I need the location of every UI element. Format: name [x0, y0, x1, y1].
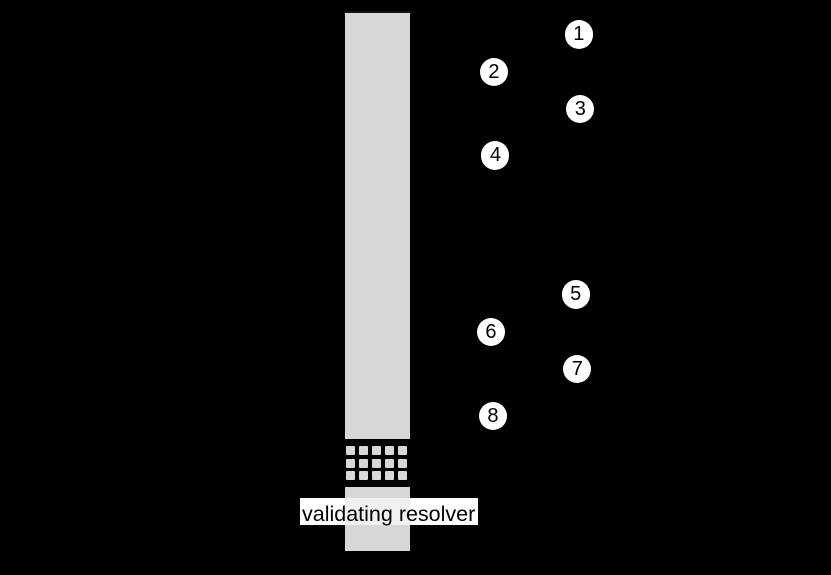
cache-grid-cell: [372, 458, 382, 468]
validating-resolver-label: validating resolver: [302, 501, 476, 526]
step-circle-2: 2: [479, 57, 508, 86]
cache-grid: [344, 438, 411, 488]
step-circle-4: 4: [481, 141, 510, 170]
cache-grid-cell: [359, 458, 369, 468]
cache-grid-cell: [346, 458, 356, 468]
step-circle-8: 8: [478, 401, 508, 430]
cache-grid-cell: [398, 458, 408, 468]
cache-grid-cell: [346, 446, 356, 456]
step-circle-3: 3: [566, 94, 595, 123]
step-circle-7: 7: [563, 355, 592, 384]
step-circle-6: 6: [476, 317, 506, 346]
cache-grid-cell: [385, 446, 395, 456]
cache-grid-cell: [385, 471, 395, 480]
cache-grid-cell: [385, 458, 395, 468]
cache-grid-cell: [398, 471, 408, 480]
step-circle-1: 1: [564, 20, 593, 49]
cache-grid-cell: [372, 446, 382, 456]
cache-grid-cell: [359, 471, 369, 480]
cache-grid-cell: [398, 446, 408, 456]
step-circle-5: 5: [561, 280, 590, 309]
cache-grid-cell: [346, 471, 356, 480]
cache-grid-cell: [372, 471, 382, 480]
cache-grid-cell: [359, 446, 369, 456]
